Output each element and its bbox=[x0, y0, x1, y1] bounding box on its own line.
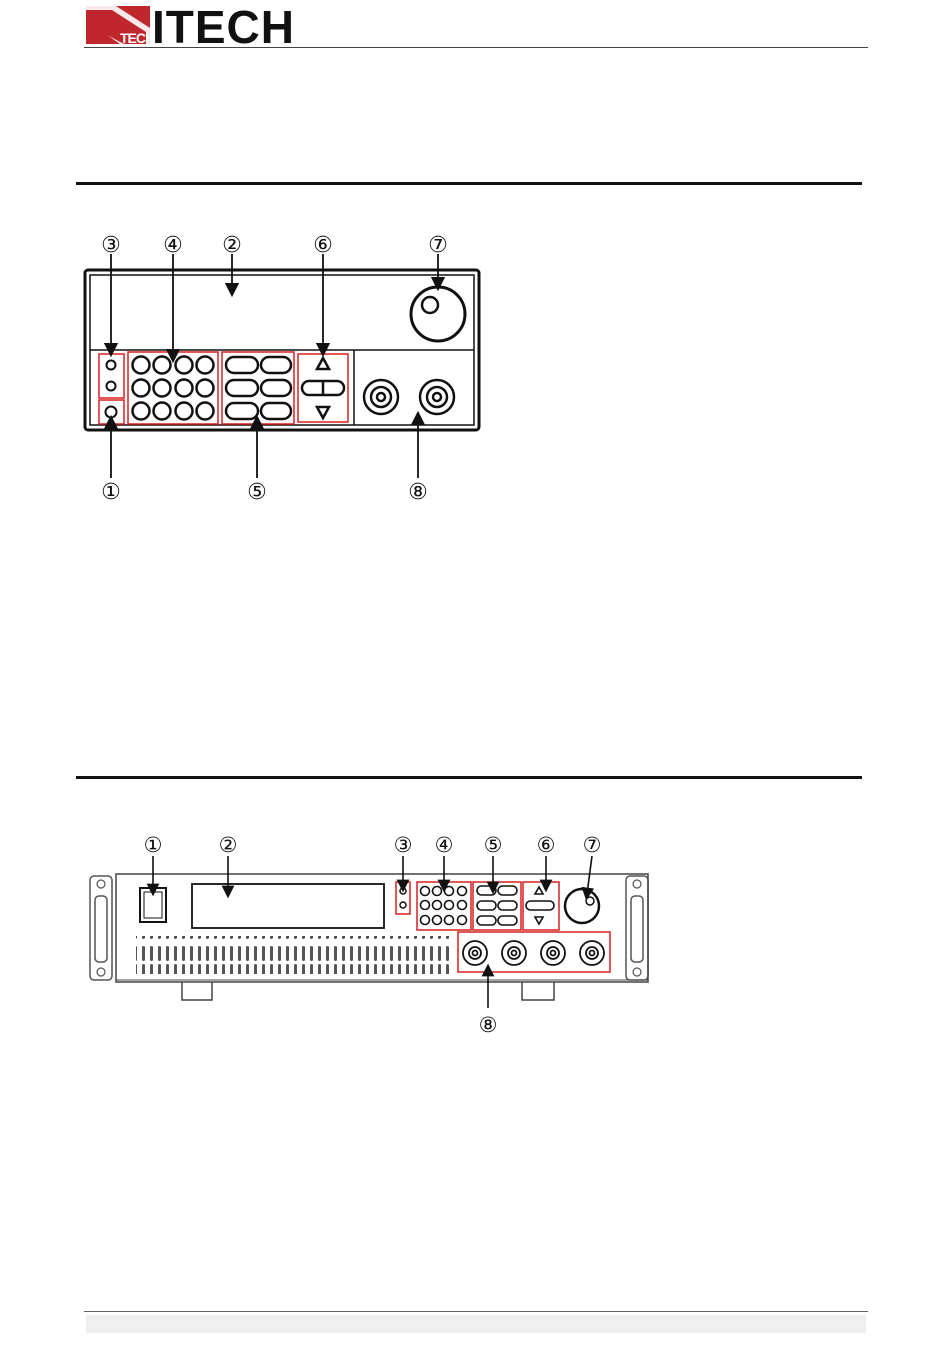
rack-panel-diagram: ① ② ③ ④ ⑤ ⑥ ⑦ ⑧ bbox=[84, 826, 654, 1040]
callout-7: ⑦ bbox=[583, 833, 602, 857]
callout-3: ③ bbox=[394, 833, 413, 857]
knob-icon bbox=[411, 287, 465, 341]
logo-small-text: TECH bbox=[120, 30, 154, 46]
callout-5: ⑤ bbox=[247, 480, 267, 505]
callout-4: ④ bbox=[435, 833, 454, 857]
callout-6: ⑥ bbox=[313, 233, 333, 258]
callout-1: ① bbox=[101, 480, 121, 505]
callout-2: ② bbox=[219, 833, 238, 857]
section-rule-2 bbox=[76, 776, 862, 779]
display-window bbox=[192, 884, 384, 928]
up-arrow-icon bbox=[317, 358, 329, 369]
vent-grille bbox=[136, 936, 454, 974]
power-button-group bbox=[99, 400, 124, 424]
callout-8: ⑧ bbox=[408, 480, 428, 505]
callout-4: ④ bbox=[163, 233, 183, 258]
front-panel-diagram: ③ ④ ② ⑥ ⑦ ① ⑤ ⑧ bbox=[76, 226, 496, 512]
callout-5: ⑤ bbox=[484, 833, 503, 857]
section-rule-1 bbox=[76, 182, 862, 185]
callout-6: ⑥ bbox=[537, 833, 556, 857]
callout-2: ② bbox=[222, 233, 242, 258]
terminal-icon bbox=[364, 380, 454, 414]
itech-logo: TECH ITECH bbox=[86, 6, 306, 46]
callout-1: ① bbox=[144, 833, 163, 857]
logo-wordmark: ITECH bbox=[152, 0, 295, 54]
callout-7: ⑦ bbox=[428, 233, 448, 258]
header-rule bbox=[84, 47, 868, 48]
footer-bar bbox=[86, 1315, 866, 1333]
callout-8: ⑧ bbox=[479, 1013, 498, 1037]
callout-3: ③ bbox=[101, 233, 121, 258]
knob-icon bbox=[565, 889, 599, 923]
numeric-keypad bbox=[128, 352, 218, 424]
down-arrow-icon bbox=[317, 407, 329, 418]
footer-rule bbox=[84, 1311, 868, 1312]
